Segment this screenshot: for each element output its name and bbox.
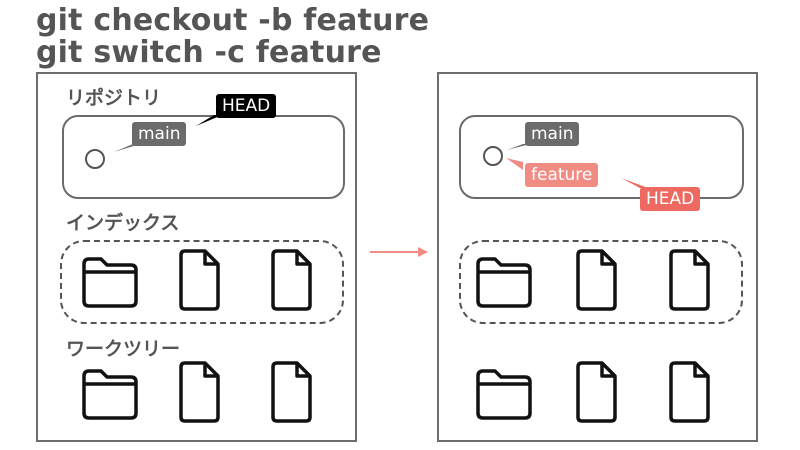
commit-node — [85, 149, 105, 169]
repository-box — [62, 115, 345, 199]
branch-main-tag: main — [132, 122, 187, 146]
main-pointer-right — [507, 144, 530, 150]
folder-icon — [82, 257, 138, 308]
repository-label: リポジトリ — [66, 87, 162, 109]
transition-arrow-icon — [370, 247, 428, 257]
head-tag: HEAD — [216, 94, 277, 118]
folder-icon — [476, 257, 532, 308]
repository-box — [459, 115, 744, 199]
worktree-label: ワークツリー — [66, 338, 181, 360]
file-icon — [669, 249, 710, 311]
file-icon — [271, 249, 312, 311]
index-box — [459, 240, 743, 324]
file-icon — [669, 361, 710, 423]
file-icon — [271, 361, 312, 423]
command-switch: git switch -c feature — [36, 35, 382, 70]
branch-feature-tag: feature — [525, 163, 599, 187]
folder-icon — [476, 369, 532, 420]
branch-main-tag: main — [525, 122, 580, 146]
panel-after: main feature HEAD — [437, 72, 758, 442]
main-pointer-left — [114, 144, 140, 152]
head-pointer-right — [621, 178, 648, 188]
panel-before: リポジトリ main HEAD インデックス ワークツリー — [36, 72, 357, 442]
head-tag: HEAD — [640, 187, 701, 211]
folder-icon — [82, 369, 138, 420]
command-checkout: git checkout -b feature — [36, 3, 430, 38]
file-icon — [179, 249, 220, 311]
head-pointer-left — [196, 115, 222, 126]
file-icon — [576, 361, 617, 423]
index-label: インデックス — [66, 212, 180, 234]
file-icon — [179, 361, 220, 423]
file-icon — [576, 249, 617, 311]
feature-pointer-right — [506, 158, 523, 170]
index-box — [60, 240, 344, 324]
commit-node — [483, 146, 503, 166]
